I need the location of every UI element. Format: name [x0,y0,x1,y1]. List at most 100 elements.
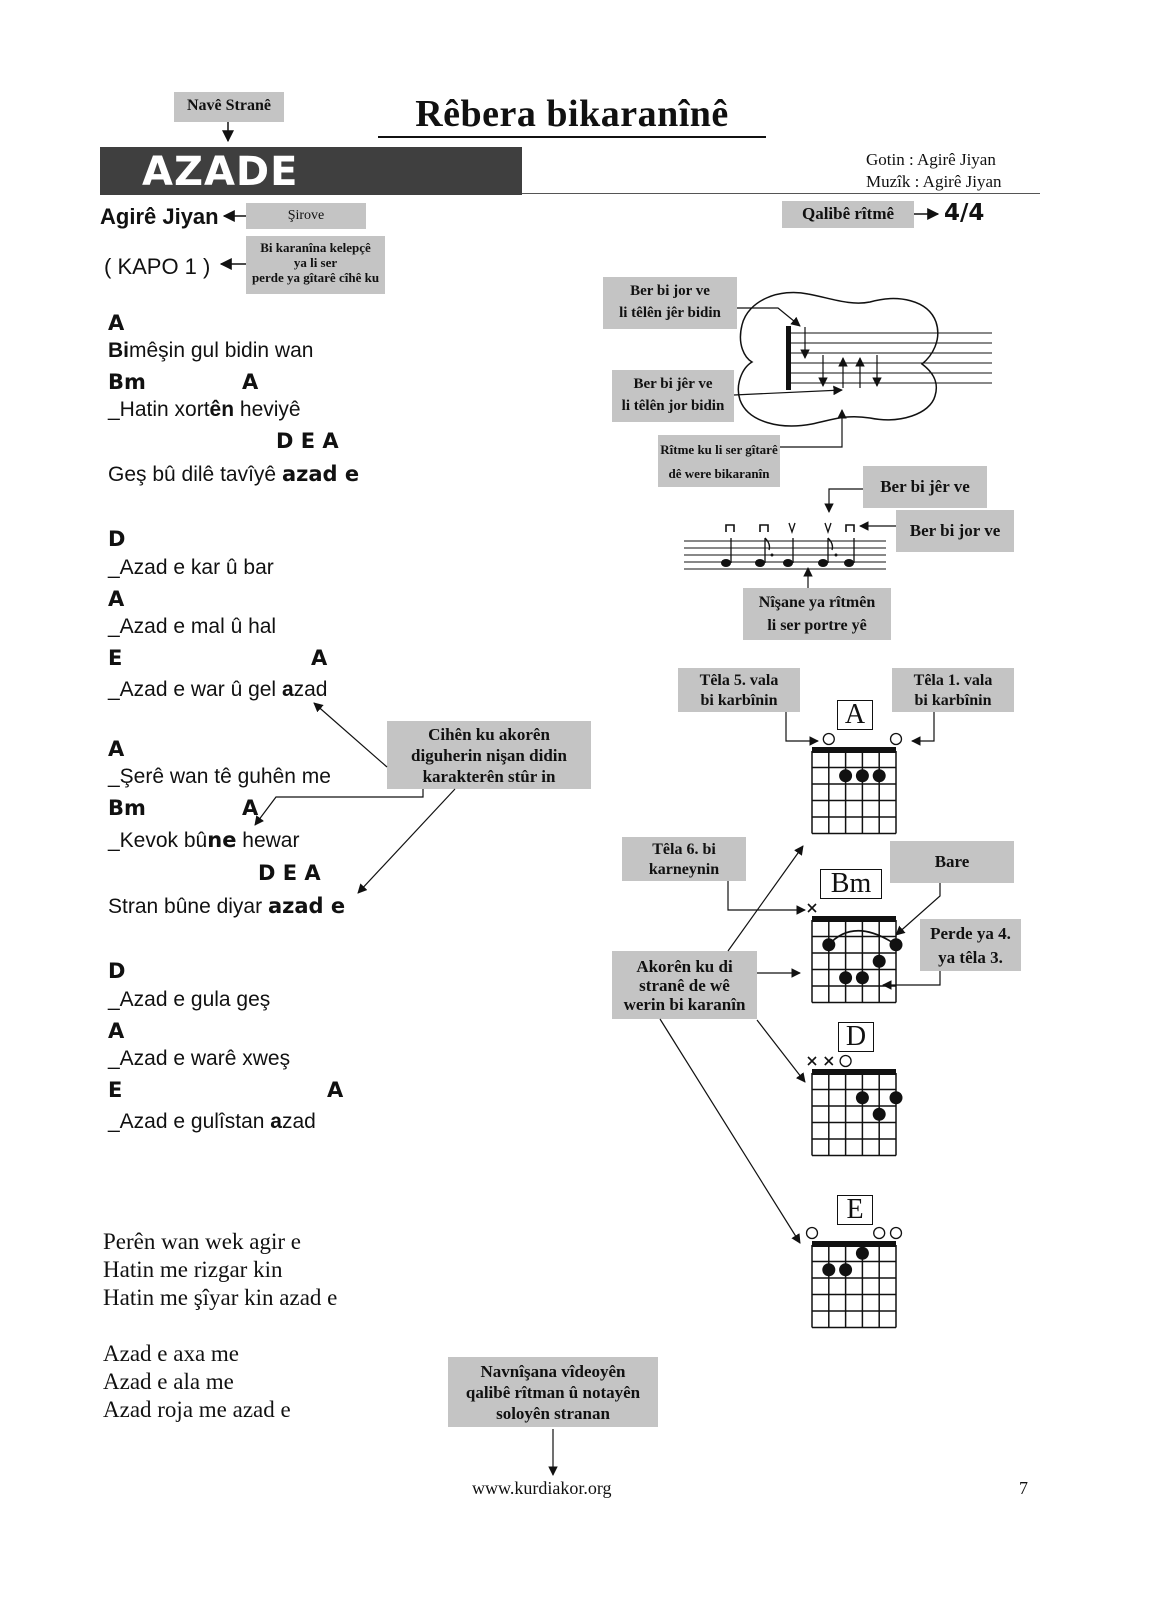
lyric-line: _Azad e gulîstan azad [108,1110,316,1134]
lyric-text: _Kevok bû [108,829,208,852]
capo-note-line: perde ya gîtarê cîhê ku [251,270,380,285]
note-line: li têlên jêr bidin [619,305,721,321]
lyric-text: heviyê [234,398,301,421]
note-line: Akorên ku di [636,957,733,976]
lyric-bold: Bi [108,339,129,362]
chord-diagrams [805,732,903,1329]
lyric-line: Geş bû dilê tavîyê azad e [108,462,359,487]
lyric-line: _Kevok bûne hewar [108,828,299,853]
note-strum-up: Ber bi jêr ve li têlên jor bidin [612,370,734,422]
note-line: karakterên stûr in [422,767,556,786]
chord-nut [812,1241,896,1247]
finger-dot [889,1091,903,1105]
chord-label: A [108,1019,125,1043]
note-string-1: Têla 1. vala bi karbînin [892,668,1014,712]
note-line: Ber bi jor ve [630,283,710,299]
note-line: li têlên jor bidin [621,398,725,414]
capo-text: ( KAPO 1 ) [104,254,211,279]
lyric-text: zad [293,678,328,701]
barre-arc [828,929,897,946]
note-rhythm-marks: Nîşane ya rîtmên li ser portre yê [743,588,891,640]
finger-dot [822,938,836,952]
chord-label: E [108,1078,123,1102]
footer-url[interactable]: www.kurdiakor.org [472,1478,612,1498]
chord-label: A [242,370,259,394]
lyric-line: _Azad e gula geş [108,988,271,1011]
open-string-marker [873,1226,886,1240]
note-chord-marked: Cihên ku akorên diguherin nişan didin ka… [387,721,591,789]
note-fret-4: Perde ya 4. ya têla 3. [920,919,1021,971]
poem-line: Azad roja me azad e [103,1397,291,1422]
note-string-6: Têla 6. bi karneynin [622,837,746,881]
finger-dot [839,1263,853,1277]
finger-dot [872,769,886,783]
capo-note-line: ya li ser [293,255,338,270]
note-line: Navnîşana vîdeoyên [480,1362,626,1381]
music-credit: Muzîk : Agirê Jiyan [866,172,1002,191]
chord-nut [812,916,896,922]
muted-string-marker [807,903,817,913]
poem-line: Azad e axa me [103,1341,240,1366]
note-line: bi karbînin [914,692,992,709]
open-string-marker [822,732,835,746]
muted-string-marker [807,1056,817,1066]
time-signature: 4/4 [944,200,985,226]
song-title: AZADE [142,149,299,195]
lyric-text: hewar [236,829,300,852]
note-line: Rîtme ku li ser gîtarê [660,442,778,457]
note-line: bi karbînin [700,692,778,709]
lyric-text: Geş bû dilê tavîyê [108,463,282,486]
rhythm-label: Qalibê rîtmê [782,201,914,228]
chord-label: D E A [258,861,321,885]
note-video: Navnîşana vîdeoyên qalibê rîtman û notay… [448,1357,658,1427]
lyric-line: _Hatin xortên heviyê [108,398,301,422]
chord-label: D [108,527,126,551]
lyric-bold: azad e [281,462,360,486]
page-number: 7 [1019,1478,1028,1498]
lyric-bold: a [270,1110,282,1133]
lyric-text: Stran bûne diyar [108,895,268,918]
song-name-label: Navê Stranê [174,92,284,122]
lyric-bold: a [281,678,294,701]
chord-label: A [108,587,125,611]
guitar-illustration [737,291,992,427]
singer-name: Agirê Jiyan [100,204,219,229]
note-line: Têla 6. bi [652,841,716,858]
note-line: Cihên ku akorên [428,725,550,744]
note-line: dê were bikaranîn [668,466,770,481]
open-string-marker [889,1226,903,1240]
chord-label: A [327,1078,344,1102]
lyric-line: _Azad e mal û hal [108,615,277,638]
finger-dot [839,971,853,985]
finger-dot [855,1091,869,1105]
note-rhythm-area: Rîtme ku li ser gîtarê dê were bikaranîn [658,435,780,487]
page-heading: Rêbera bikaranînê [378,92,766,138]
chord-nut [812,1069,896,1075]
note-line: Ber bi jêr ve [633,376,713,392]
poem-line: Hatin me rizgar kin [103,1257,283,1282]
note-line: karneynin [648,861,720,878]
finger-dot [872,954,886,968]
note-line: li ser portre yê [767,617,867,634]
note-barre: Bare [890,841,1014,883]
open-string-marker [805,1226,819,1240]
lyric-bold: ne [207,828,237,852]
note-up-symbol: Ber bi jor ve [896,510,1014,552]
finger-dot [855,971,869,985]
note-line: werin bi karanîn [623,995,746,1014]
lyric-line: _Azad e war û gel azad [108,678,327,702]
chord-box-bm: Bm [820,869,882,899]
note-line: diguherin nişan didin [411,746,567,765]
chord-label: D [108,959,126,983]
lyric-line: _Azad e warê xweş [108,1047,291,1070]
finger-dot [855,1246,869,1260]
chord-label: A [311,646,328,670]
open-string-marker [889,732,903,746]
note-chords-used: Akorên ku di stranê de wê werin bi karan… [612,951,757,1019]
capo-note: Bi karanîna kelepçê ya li ser perde ya g… [246,236,385,294]
finger-dot [872,1107,886,1121]
lyric-line: Stran bûne diyar azad e [108,894,345,919]
lyric-text: mêşin gul bidin wan [129,339,314,362]
note-line: ya têla 3. [938,948,1003,967]
